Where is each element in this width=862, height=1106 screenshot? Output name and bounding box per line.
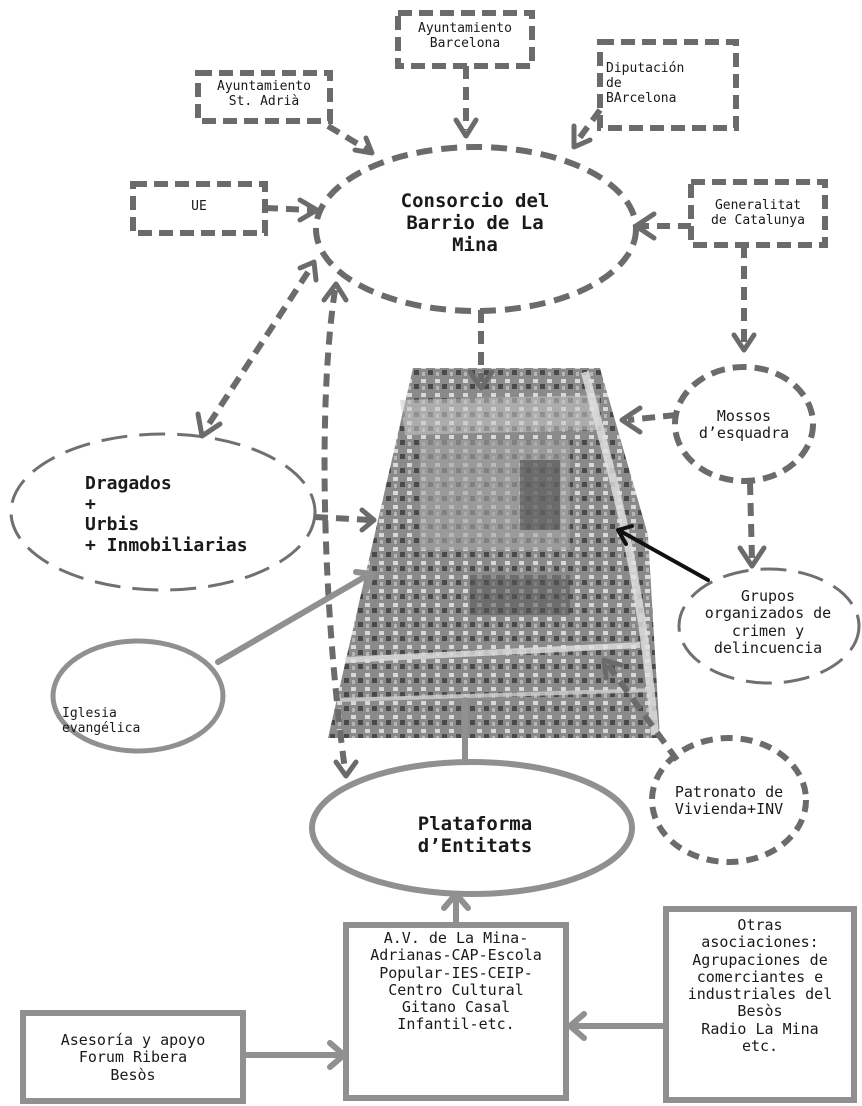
node-diputacion — [597, 39, 739, 131]
label-ayuntamiento-st-adria: Ayuntamiento St. Adrià — [217, 79, 311, 109]
arrowhead-patronato — [601, 657, 624, 681]
arrow-mossos-photo — [627, 412, 677, 423]
arrowhead-asesoria — [327, 1040, 347, 1070]
label-grupos: Grupos organizados de crimen y delincuen… — [704, 587, 832, 657]
arrowhead-ue — [297, 197, 320, 223]
aerial-photo — [328, 368, 660, 738]
arrow-diputacion-consorcio — [575, 108, 603, 142]
node-ayuntamiento-st-adria — [195, 70, 333, 124]
node-otras — [663, 906, 857, 1103]
arrowhead-dragados-top — [195, 411, 223, 439]
node-asesoria — [20, 1010, 246, 1104]
label-patronato: Patronato de Vivienda+INV — [674, 783, 784, 819]
label-av-mina: A.V. de La Mina- Adrianas-CAP-Escola Pop… — [370, 929, 542, 1034]
label-iglesia: Iglesia evangélica — [62, 706, 141, 736]
arrow-grupos-photo — [620, 530, 710, 582]
label-otras: Otras asociaciones: Agrupaciones de come… — [687, 916, 833, 1055]
node-grupos — [677, 567, 861, 685]
arrowhead-photo-top — [467, 369, 495, 391]
arrow-consorcio-plataforma — [321, 289, 348, 771]
arrowhead-generalitat — [633, 211, 657, 241]
arrowhead-mossos-photo — [619, 405, 643, 435]
node-av-mina — [343, 922, 569, 1101]
arrowhead-consorcio-left — [321, 281, 349, 303]
node-generalitat — [688, 179, 828, 248]
arrow-stadria-consorcio — [326, 123, 370, 153]
label-dragados: Dragados + Urbis + Inmobiliarias — [85, 473, 248, 557]
node-plataforma — [309, 759, 635, 897]
node-mossos — [672, 364, 816, 484]
arrowhead-barcelona — [453, 117, 479, 139]
node-ayuntamiento-barcelona — [395, 10, 535, 69]
arrowhead-diputacion — [571, 123, 593, 150]
label-generalitat: Generalitat de Catalunya — [711, 198, 805, 228]
arrow-mossos-grupos — [747, 481, 755, 561]
arrowhead-iglesia — [353, 569, 375, 593]
node-dragados — [9, 432, 317, 592]
arrowhead-grupos-photo — [616, 524, 634, 546]
node-iglesia — [50, 638, 226, 754]
label-diputacion: Diputación de BArcelona — [606, 61, 685, 106]
arrowhead-mossos-top — [731, 332, 757, 353]
arrow-iglesia-photo — [215, 572, 371, 665]
label-ue: UE — [191, 199, 207, 214]
label-consorcio: Consorcio del Barrio de La Mina — [400, 190, 550, 256]
node-patronato — [649, 735, 809, 865]
label-mossos: Mossos d’esquadra — [698, 407, 790, 443]
label-ayuntamiento-barcelona: Ayuntamiento Barcelona — [418, 21, 512, 51]
label-asesoria: Asesoría y apoyo Forum Ribera Besòs — [60, 1031, 206, 1084]
arrowhead-stadria — [352, 135, 375, 156]
arrowhead-otras — [567, 1011, 587, 1041]
arrow-consorcio-dragados — [202, 270, 311, 432]
node-ue — [130, 181, 268, 236]
arrowhead-grupos — [737, 545, 767, 569]
arrow-dragados-photo — [314, 514, 371, 523]
arrowhead-dragados-consorcio — [297, 259, 319, 283]
label-plataforma: Plataforma d’Entitats — [417, 813, 533, 857]
arrowhead-plataforma — [441, 891, 471, 911]
arrow-ue-consorcio — [264, 205, 313, 213]
arrowhead-plataforma-top — [333, 759, 359, 779]
arrowhead-dragados-photo — [359, 507, 377, 533]
